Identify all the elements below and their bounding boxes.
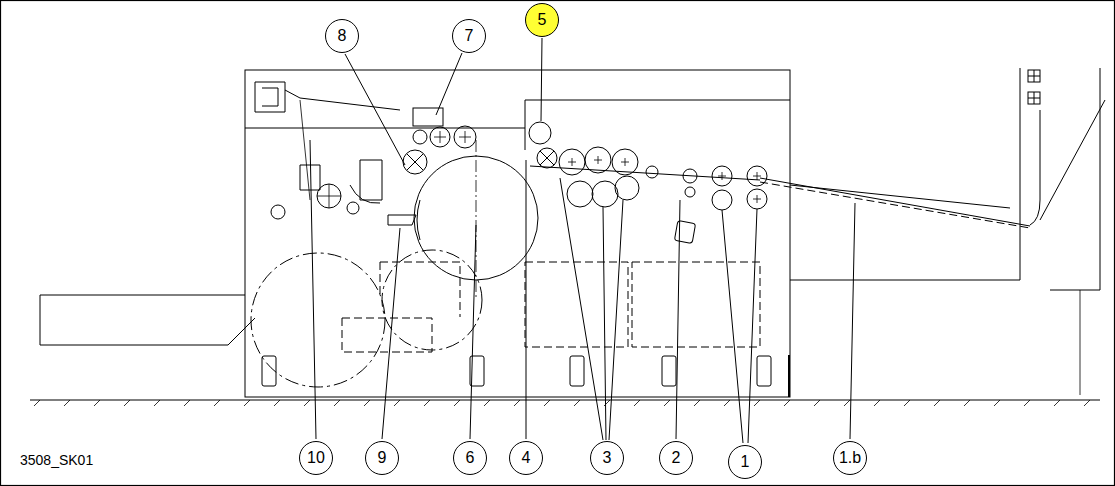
callout-number: 9 [378, 450, 387, 466]
callout-number: 4 [522, 450, 531, 466]
callout-number: 1 [741, 454, 750, 470]
callout-circle: 2 [659, 441, 693, 475]
callout-circle: 7 [452, 19, 486, 53]
callout-circle: 1.b [833, 441, 867, 475]
callout-number: 1.b [839, 450, 861, 466]
callout-circle: 6 [453, 441, 487, 475]
callout-number: 8 [338, 28, 347, 44]
callout-circle: 4 [509, 441, 543, 475]
callout-number: 10 [307, 450, 325, 466]
callout-number: 6 [466, 450, 475, 466]
callout-number: 3 [603, 450, 612, 466]
callout-number: 7 [465, 28, 474, 44]
callout-number: 5 [538, 12, 547, 28]
callout-circle: 5 [525, 3, 559, 37]
callout-circle: 3 [590, 441, 624, 475]
callout-circle: 10 [299, 441, 333, 475]
drawing-number: 3508_SK01 [20, 452, 93, 468]
callout-number: 2 [672, 450, 681, 466]
callout-circle: 9 [365, 441, 399, 475]
callout-circle: 8 [325, 19, 359, 53]
callout-circle: 1 [728, 445, 762, 479]
